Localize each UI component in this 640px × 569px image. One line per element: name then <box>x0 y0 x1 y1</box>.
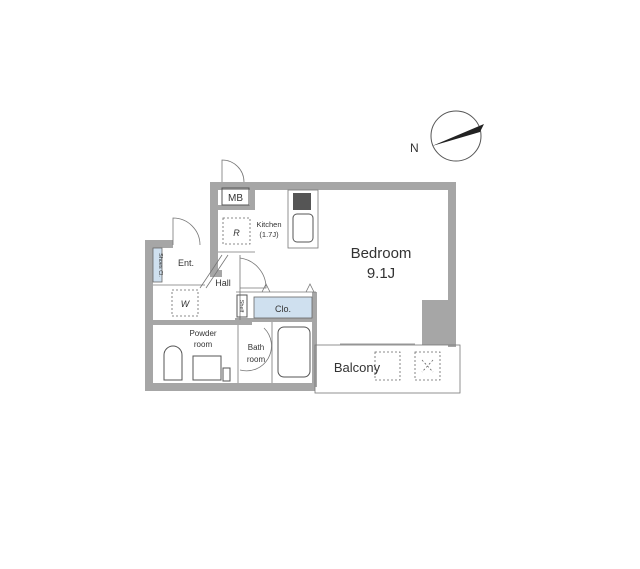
hall-door-icon <box>239 257 267 289</box>
shoes-closet <box>152 247 163 283</box>
bath-door-icon <box>239 327 272 372</box>
washer-mark: W <box>181 299 191 309</box>
mb-label: MB <box>228 193 243 204</box>
closet-label: Clo. <box>275 304 291 314</box>
front-door-icon <box>221 159 245 183</box>
powder-room-label-1: Powder <box>189 329 216 338</box>
bedroom-label: Bedroom <box>351 245 412 262</box>
shelf-label: Shelf <box>238 300 244 313</box>
closet-door-icon <box>261 283 315 293</box>
toilet-icon <box>163 345 183 381</box>
kitchen-size: (1.7J) <box>259 230 279 239</box>
fridge-mark: R <box>233 228 240 238</box>
compass-north-label: N <box>410 141 419 155</box>
bathtub-icon <box>277 326 311 378</box>
compass-needle-icon <box>432 124 484 146</box>
entrance-door-icon <box>172 217 201 246</box>
bath-room-label-2: room <box>247 355 266 364</box>
emergency-hatch <box>414 351 441 381</box>
walls <box>145 182 456 391</box>
stove-icon <box>293 193 311 210</box>
washbasin-icon <box>192 355 222 381</box>
doors <box>172 159 415 372</box>
kitchen-counter <box>287 189 319 249</box>
meter-box <box>221 187 250 206</box>
hall-label: Hall <box>215 278 231 288</box>
compass-circle <box>430 110 482 162</box>
entrance-label: Ent. <box>178 258 194 268</box>
sink-icon <box>292 213 314 243</box>
balcony <box>314 344 461 394</box>
hatch-x-icon <box>421 359 434 373</box>
fridge-space <box>222 217 251 245</box>
bath-room-label-1: Bath <box>248 343 264 352</box>
powder-room-label-2: room <box>194 340 213 349</box>
kitchen-label: Kitchen <box>256 220 281 229</box>
compass: N <box>410 110 484 162</box>
cabinet <box>222 367 231 382</box>
bedroom-size: 9.1J <box>367 265 395 282</box>
balcony-label: Balcony <box>334 360 381 375</box>
shelf <box>236 294 248 318</box>
washer-space <box>171 289 199 317</box>
closet <box>253 296 313 319</box>
outdoor-unit-space <box>374 351 401 381</box>
shoes-closet-label: Shoes Cl. <box>157 253 163 277</box>
